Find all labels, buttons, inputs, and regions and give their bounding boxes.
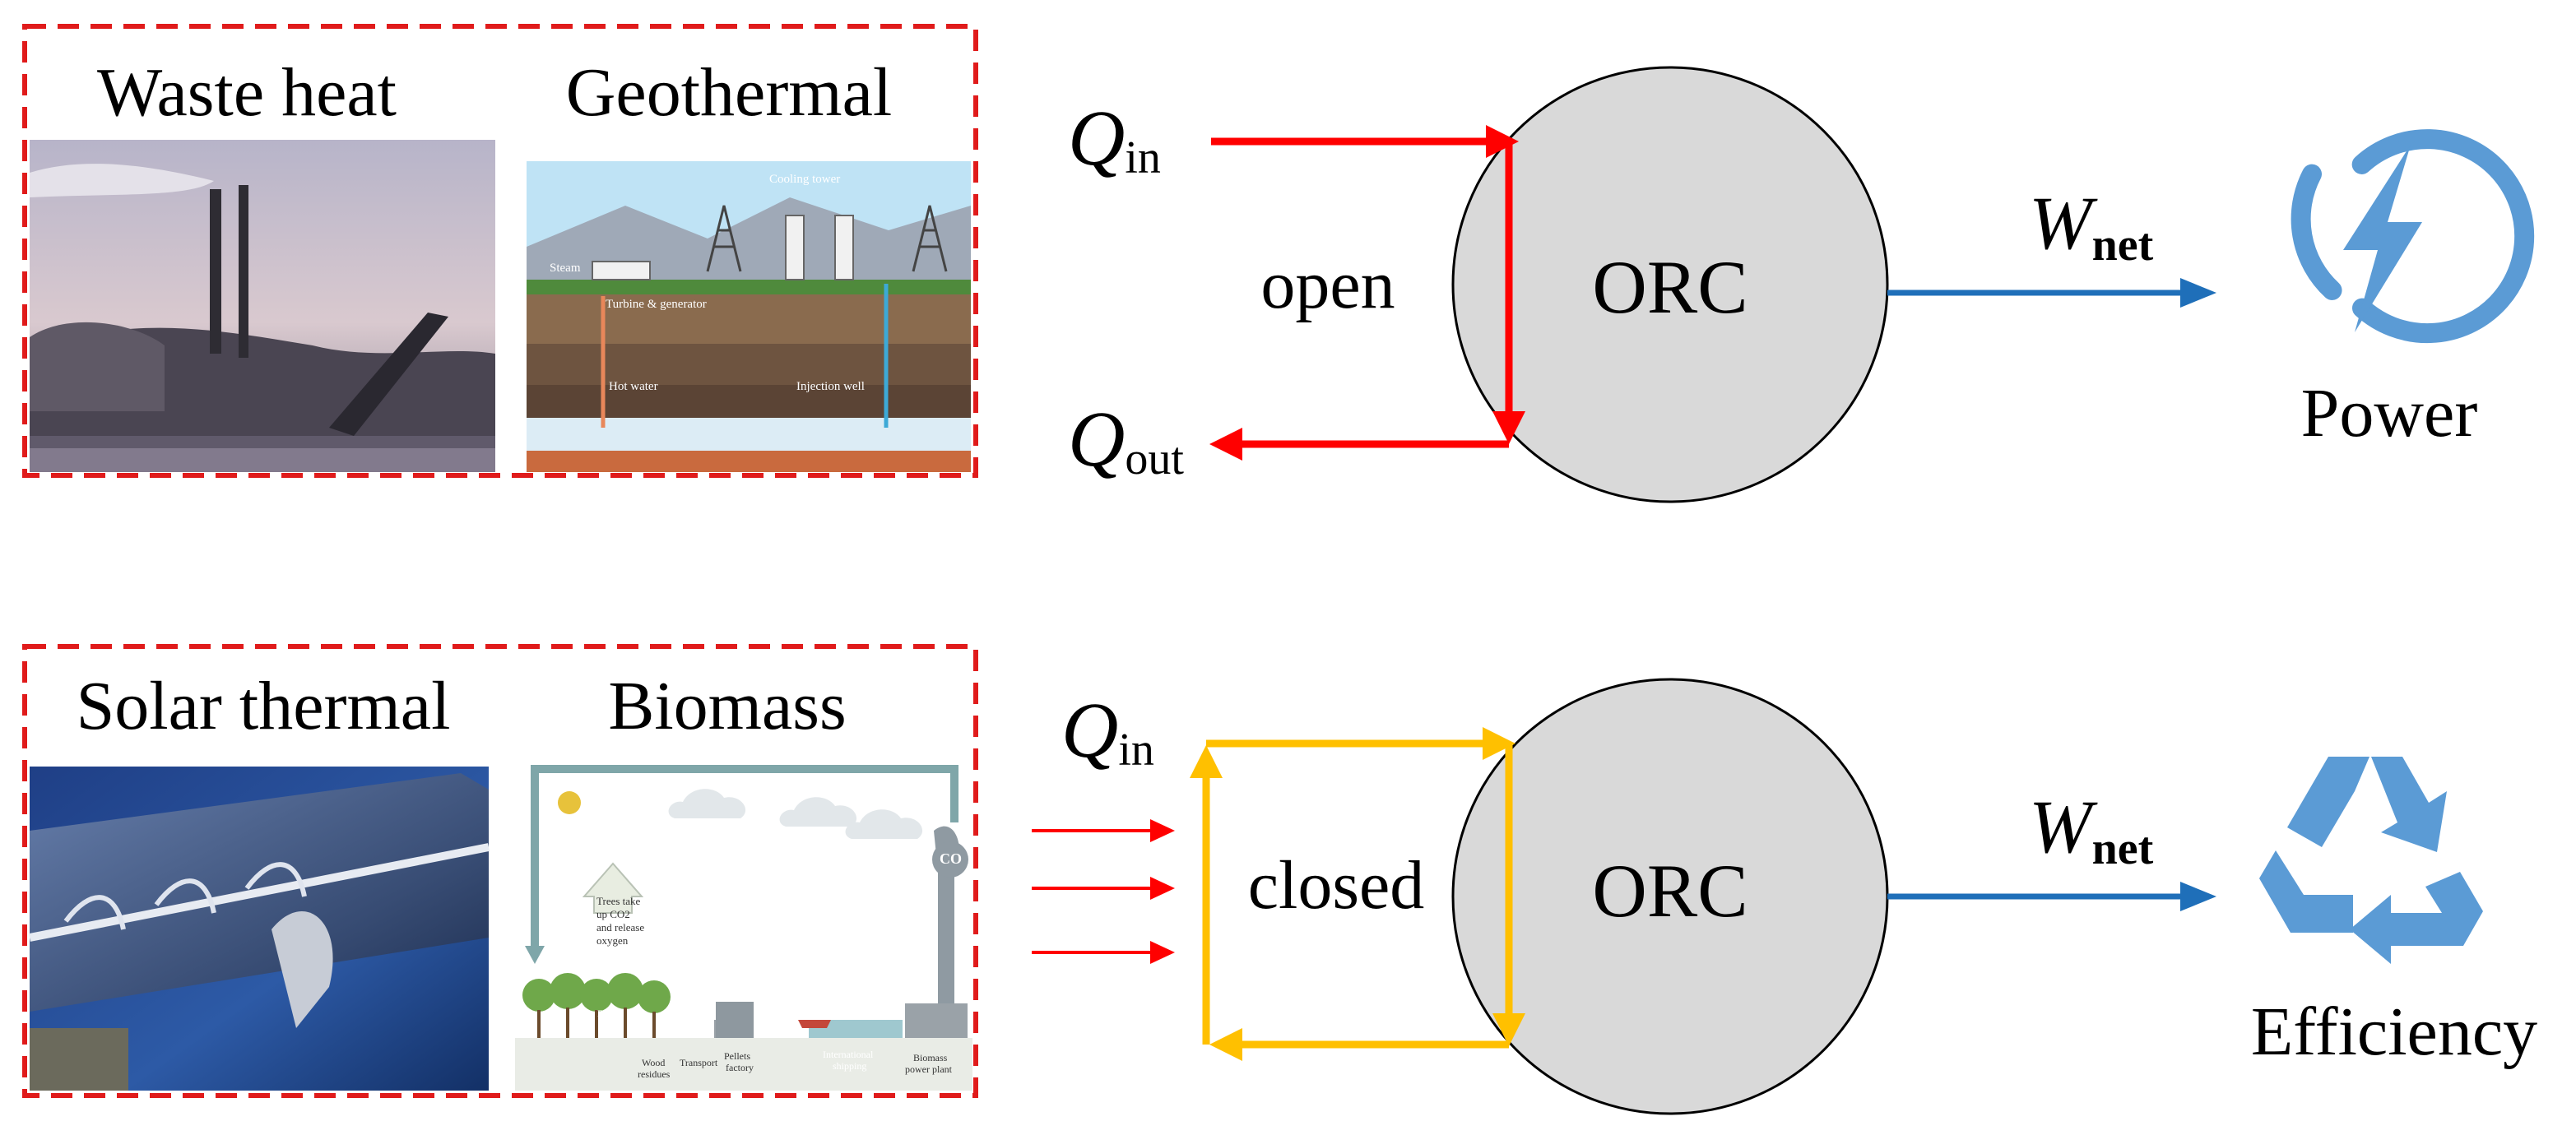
solar-thermal-photo xyxy=(29,767,490,1091)
geothermal-label: Geothermal xyxy=(566,54,893,131)
geo-hot-water-text: Hot water xyxy=(609,380,658,393)
waste-heat-photo xyxy=(30,140,495,472)
closed-cycle-arrows xyxy=(1190,727,1525,1061)
bio-forest-text: Forest xyxy=(597,1008,623,1019)
geo-cooling-tower-text: Cooling tower xyxy=(769,173,840,186)
efficiency-label: Efficiency xyxy=(2251,994,2537,1070)
biomass-illustration: CO O Trees take up CO2 and release oxyge… xyxy=(515,750,972,1091)
recycle-icon xyxy=(2259,757,2483,964)
heat-input-arrows xyxy=(1032,819,1175,964)
bio-intl-text-2: shipping xyxy=(833,1060,866,1072)
q-in-label-top: Qin xyxy=(1068,94,1161,183)
bio-o2-text: O xyxy=(607,845,619,862)
q-out-label-top: Qout xyxy=(1068,395,1184,484)
bio-wood-text-2: residues xyxy=(638,1068,671,1080)
bio-trees-text-3: and release xyxy=(596,921,644,933)
wnet-arrow-top xyxy=(1887,278,2216,308)
closed-mode-label: closed xyxy=(1248,847,1425,924)
orc-circle-top xyxy=(1451,66,1889,503)
geothermal-illustration: Cooling tower Steam Turbine & generator … xyxy=(527,161,971,472)
bottom-sources-box xyxy=(22,644,978,1098)
geo-injection-well-text: Injection well xyxy=(796,380,865,393)
bio-pellets-text-1: Pellets xyxy=(724,1050,750,1062)
wnet-arrow-bottom xyxy=(1887,882,2216,911)
bio-co2-text: CO xyxy=(940,850,962,867)
solar-thermal-label: Solar thermal xyxy=(77,668,451,744)
bio-wood-text-1: Wood xyxy=(642,1057,665,1068)
bio-intl-text-1: International xyxy=(823,1049,874,1060)
geo-steam-text: Steam xyxy=(550,262,581,275)
bio-trees-text-2: up CO2 xyxy=(596,908,630,920)
biomass-label: Biomass xyxy=(608,668,846,744)
bio-pellets-text-2: factory xyxy=(726,1062,754,1073)
orc-label-top: ORC xyxy=(1592,245,1748,329)
top-sources-box xyxy=(22,24,978,478)
bio-trees-text-1: Trees take xyxy=(596,895,641,907)
bio-transport-text: Transport xyxy=(680,1057,718,1068)
bio-trees-text-4: oxygen xyxy=(596,934,629,947)
open-cycle-arrows xyxy=(1209,125,1525,461)
waste-heat-label: Waste heat xyxy=(97,54,397,131)
power-label: Power xyxy=(2301,375,2478,452)
geo-turbine-text: Turbine & generator xyxy=(606,298,707,311)
wnet-label-top: Wnet xyxy=(2029,181,2154,271)
orc-label-bottom: ORC xyxy=(1592,849,1748,933)
lightning-bolt-circle-icon xyxy=(2291,129,2535,344)
wnet-label-bottom: Wnet xyxy=(2029,785,2154,874)
open-mode-label: open xyxy=(1260,247,1395,323)
bio-plant-text-2: power plant xyxy=(905,1063,953,1075)
bio-plant-text-1: Biomass xyxy=(913,1052,948,1063)
q-in-label-bottom: Qin xyxy=(1061,686,1154,776)
